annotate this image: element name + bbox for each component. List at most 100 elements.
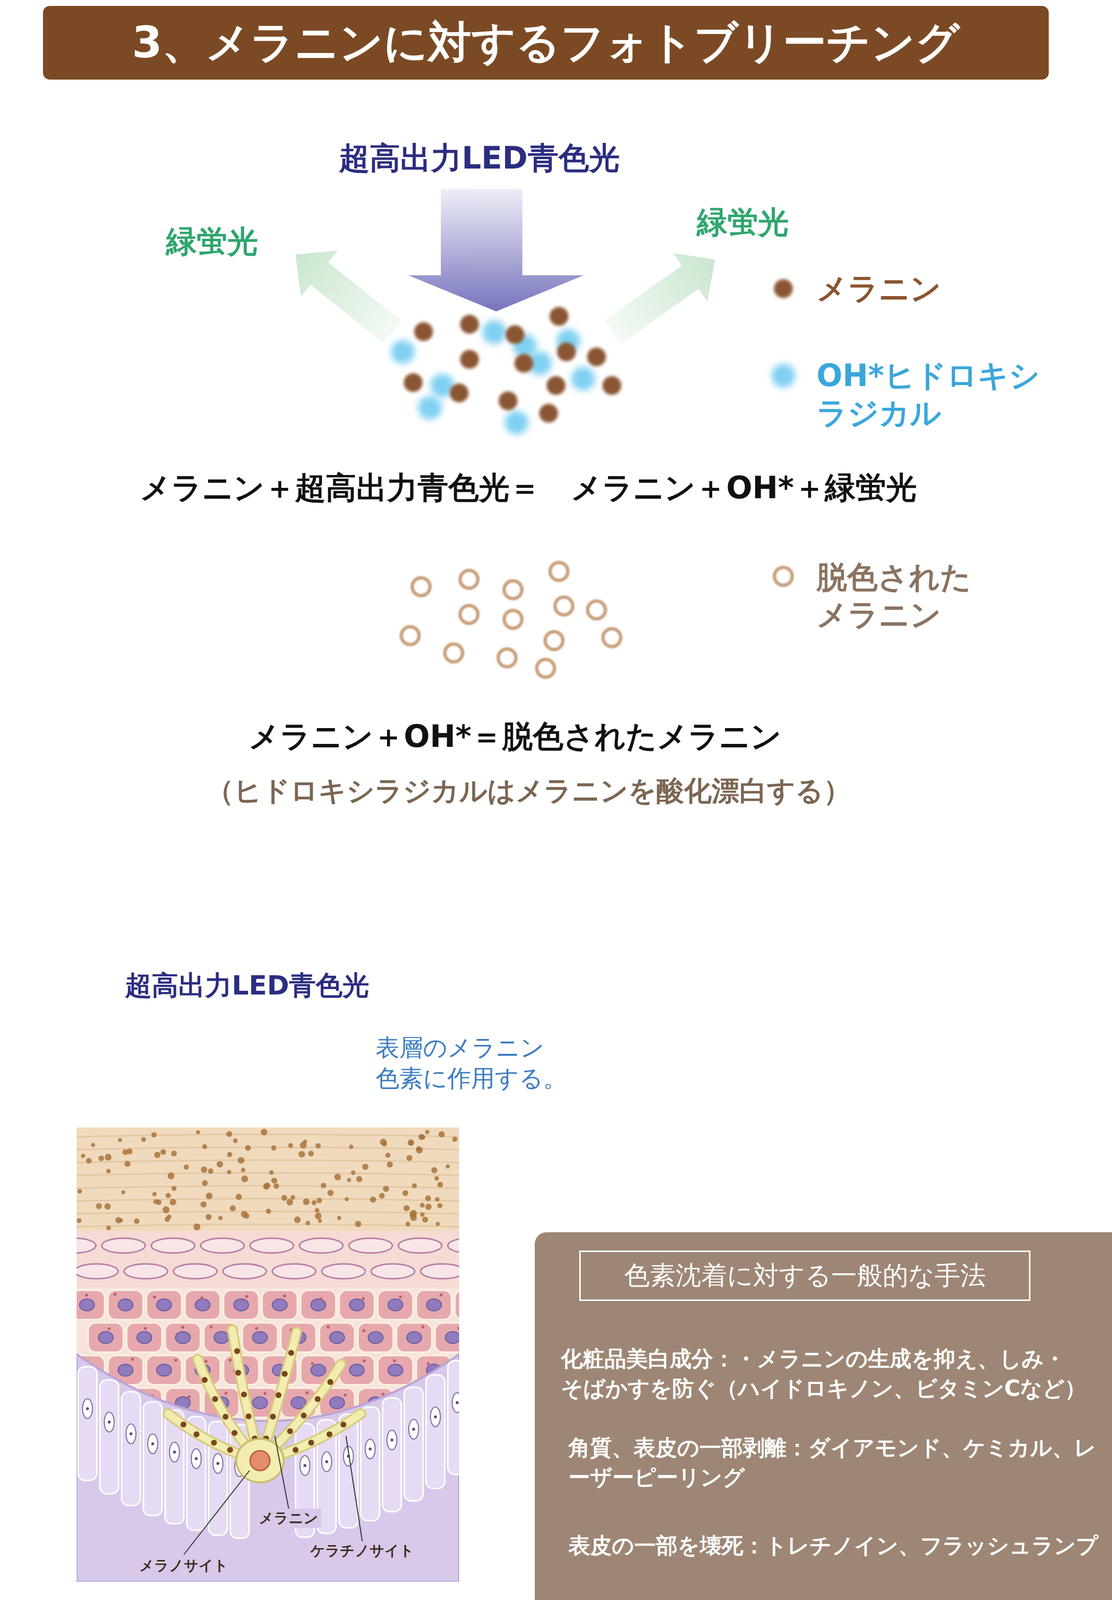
melanin-grain [95,1202,102,1209]
melanin-grain [386,1161,393,1168]
granule [326,1325,330,1329]
legend-swatch [774,567,793,586]
basal-cell [360,1406,380,1521]
melanin-grain [379,1192,385,1198]
melanin-granule [327,1378,334,1385]
keratinocyte [87,1322,124,1353]
nucleus [252,1396,268,1409]
melanin-dot [556,342,576,362]
flattened-cell [398,1238,442,1253]
basal-nucleus [104,1411,115,1432]
melanin-grain [160,1149,167,1155]
flattened-cell [222,1263,267,1279]
melanin-grain [115,1216,122,1224]
leader-lines [183,1435,363,1555]
basal-nucleus [321,1451,332,1472]
melanin-grain [317,1218,322,1223]
melanin-grain [208,1168,214,1174]
melanin-grain [141,1136,147,1142]
granule [174,1358,178,1362]
melanin-grain [196,1130,201,1135]
granule [362,1328,366,1332]
basal-nucleus [386,1429,397,1450]
basal-layer [76,1354,460,1582]
bleached-melanin [550,562,568,581]
text-line: ラジカル [816,394,1040,432]
melanin-grain [298,1150,305,1157]
equation: メラニン＋OH*＝脱色されたメラニン [248,717,782,756]
melanin-grain [167,1172,175,1180]
text-line: 角質、表皮の一部剥離：ダイアモンド、ケミカル、レ [568,1432,1097,1463]
text-line: 脱色された [816,558,972,597]
nucleus [213,1331,229,1344]
melanin-grain [316,1197,322,1203]
basal-nucleolus [303,1463,307,1467]
melanin-grain [425,1195,431,1201]
melanin-grain [218,1215,223,1221]
melanin-grain [314,1207,320,1213]
keratinocyte [377,1289,414,1320]
melanin-grain [370,1196,377,1203]
nucleus [310,1364,326,1376]
melanin-grain [348,1144,354,1150]
radical-dot [571,366,596,391]
keratinocyte [377,1355,414,1385]
basal-nucleus [452,1392,460,1413]
text-line: 色素に作用する。 [375,1062,567,1094]
melanin-granule [287,1428,294,1435]
nucleus [368,1331,384,1344]
corneum-line [76,1147,460,1150]
basal-nucleolus [390,1438,394,1442]
text-line: 超高出力LED青色光 [125,969,370,1002]
melanin-grain [425,1203,432,1210]
text-line: メラニン＋OH*＝脱色されたメラニン [248,717,782,756]
nucleus [406,1331,422,1344]
melanin-granule [275,1392,282,1399]
part-name: メラノサイト [136,1555,232,1576]
melanin-grain [420,1202,426,1208]
melanin-granule [193,1431,200,1438]
melanin-grain [243,1212,250,1219]
keratinocyte [126,1322,163,1353]
leader-line [345,1435,363,1541]
melanin-dot [546,376,566,395]
granule [107,1326,111,1330]
melanin-grain [315,1143,321,1149]
melanin-grain [418,1133,425,1140]
part-name: メラニン [256,1508,322,1528]
leader-line [274,1435,289,1509]
nucleus [233,1298,249,1311]
keratinocyte [184,1289,221,1320]
melanin-grain [229,1204,236,1211]
melanin-granule [222,1413,229,1420]
melanin-grain [202,1144,208,1150]
melanin-grain [226,1169,231,1174]
note: （ヒドロキシラジカルはメラニンを酸化漂白する） [206,773,852,808]
melanin-grain [202,1180,209,1187]
melanin-grain [307,1150,314,1156]
nucleus [195,1298,211,1311]
melanin-grain [118,1138,123,1143]
granule [255,1326,258,1330]
melanin-grain [271,1177,278,1184]
melanin-grain [281,1195,288,1201]
basal-nucleus [169,1442,180,1462]
granule [283,1294,287,1298]
melanin-granule [288,1349,295,1356]
melanin-grain [405,1221,411,1227]
light-label: 超高出力LED青色光 [125,969,370,1002]
stratum-corneum [76,1127,460,1234]
nucleus [310,1298,326,1311]
nucleus [387,1364,403,1376]
melanin-grain [235,1193,243,1200]
corneum-line [76,1159,460,1163]
radical-dot [418,395,442,420]
melanin-grain [410,1209,418,1217]
granule [187,1395,191,1399]
melanin-grain [305,1220,310,1226]
melanin-grain [383,1185,390,1193]
melanin-grain [201,1166,208,1173]
legend-swatch [771,363,796,388]
text-line: メラニン [816,596,972,634]
melanin-grain [226,1130,233,1137]
